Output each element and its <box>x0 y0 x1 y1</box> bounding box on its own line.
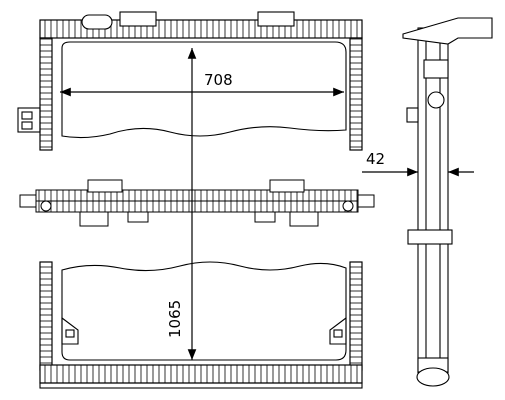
dimension-width: 708 <box>60 68 344 97</box>
front-view-top-section <box>17 11 363 151</box>
core-top-outline <box>61 41 347 139</box>
side-view <box>402 17 493 387</box>
dimension-height: 1065 <box>166 47 197 360</box>
front-view-bottom-section <box>39 261 363 389</box>
top-mount-right <box>257 11 295 27</box>
filler-neck <box>81 14 113 30</box>
width-dimension-label: 708 <box>204 71 233 89</box>
side-middle-clamp <box>407 229 453 245</box>
height-dimension-label: 1065 <box>166 300 184 338</box>
top-mount-left <box>119 11 157 27</box>
front-view-middle-strip <box>19 179 375 227</box>
side-drain-boss <box>416 367 450 387</box>
depth-dimension-label: 42 <box>366 150 385 168</box>
side-bracket <box>17 107 41 133</box>
side-top-bracket <box>402 17 493 45</box>
side-view-body <box>417 27 449 374</box>
core-bottom-outline <box>61 261 347 361</box>
bottom-tank <box>39 364 363 384</box>
dimension-depth: 42 <box>362 150 474 177</box>
